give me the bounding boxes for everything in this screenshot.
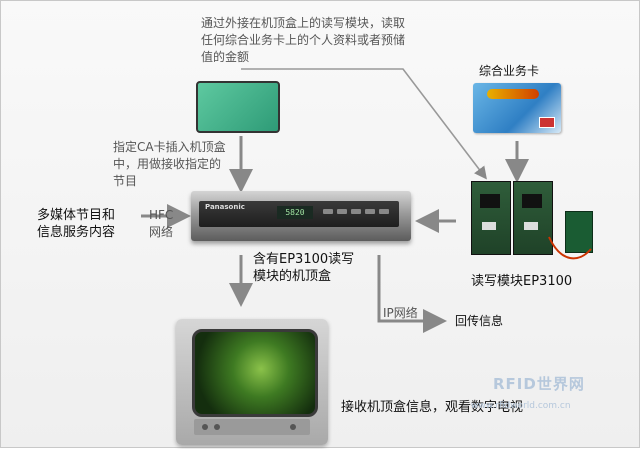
stb-front-panel: Panasonic 5820: [199, 201, 399, 227]
reader-board-right: [513, 181, 553, 255]
hfc-label: HFC 网络: [149, 207, 173, 241]
tv-screen: [192, 329, 318, 417]
stb-button: [379, 209, 389, 214]
module-label: 读写模块EP3100: [471, 274, 573, 289]
ip-label: IP网络: [383, 306, 418, 320]
stb-button: [323, 209, 333, 214]
top-note-line: 值的金额: [201, 50, 250, 64]
reader-board-left: [471, 181, 511, 255]
tv-caption: 接收机顶盒信息，观看数字电视: [341, 400, 524, 415]
source-line: 信息服务内容: [37, 225, 116, 240]
source-line: 多媒体节目和: [37, 208, 116, 223]
board-slot: [482, 222, 496, 230]
ca-card: [196, 81, 280, 133]
card-chip: [539, 117, 555, 128]
television: [176, 319, 328, 445]
tv-button: [290, 424, 296, 430]
stb-brand: Panasonic: [205, 203, 245, 211]
stb-label: 含有EP3100读写 模块的机顶盒: [253, 251, 354, 285]
integrated-service-card: [473, 83, 561, 133]
tv-button: [202, 424, 208, 430]
tv-button: [214, 424, 220, 430]
card-label: 综合业务卡: [479, 64, 540, 78]
top-note: 通过外接在机顶盒上的读写模块，读取 任何综合业务卡上的个人资料或者预储 值的金额: [201, 15, 405, 66]
stb-display: 5820: [277, 206, 313, 219]
tv-controls: [194, 419, 310, 435]
return-info-label: 回传信息: [455, 314, 504, 328]
stb-label-line: 模块的机顶盒: [253, 269, 332, 284]
card-logo: [487, 89, 539, 99]
watermark-url: www.rfidworld.com.cn: [471, 401, 571, 411]
top-note-line: 通过外接在机顶盒上的读写模块，读取: [201, 16, 406, 30]
ca-note: 指定CA卡插入机顶盒 中，用做接收指定的 节目: [113, 139, 226, 190]
top-note-line: 任何综合业务卡上的个人资料或者预储: [201, 33, 406, 47]
set-top-box: Panasonic 5820: [191, 191, 411, 241]
ca-note-line: 中，用做接收指定的: [113, 157, 222, 171]
antenna-module: [565, 211, 593, 253]
hfc-line: HFC: [149, 208, 174, 222]
watermark-name: RFID世界网: [493, 375, 585, 393]
ca-note-line: 指定CA卡插入机顶盒: [113, 140, 226, 154]
ca-note-line: 节目: [113, 174, 138, 188]
board-chip: [522, 194, 542, 208]
source-label: 多媒体节目和 信息服务内容: [37, 207, 115, 241]
hfc-line: 网络: [149, 225, 174, 239]
stb-button: [351, 209, 361, 214]
stb-button: [365, 209, 375, 214]
board-slot: [524, 222, 538, 230]
stb-button: [337, 209, 347, 214]
arrow-ip-return: [377, 255, 447, 333]
board-chip: [480, 194, 500, 208]
stb-label-line: 含有EP3100读写: [253, 252, 355, 267]
arrow-top-to-module: [241, 68, 487, 180]
